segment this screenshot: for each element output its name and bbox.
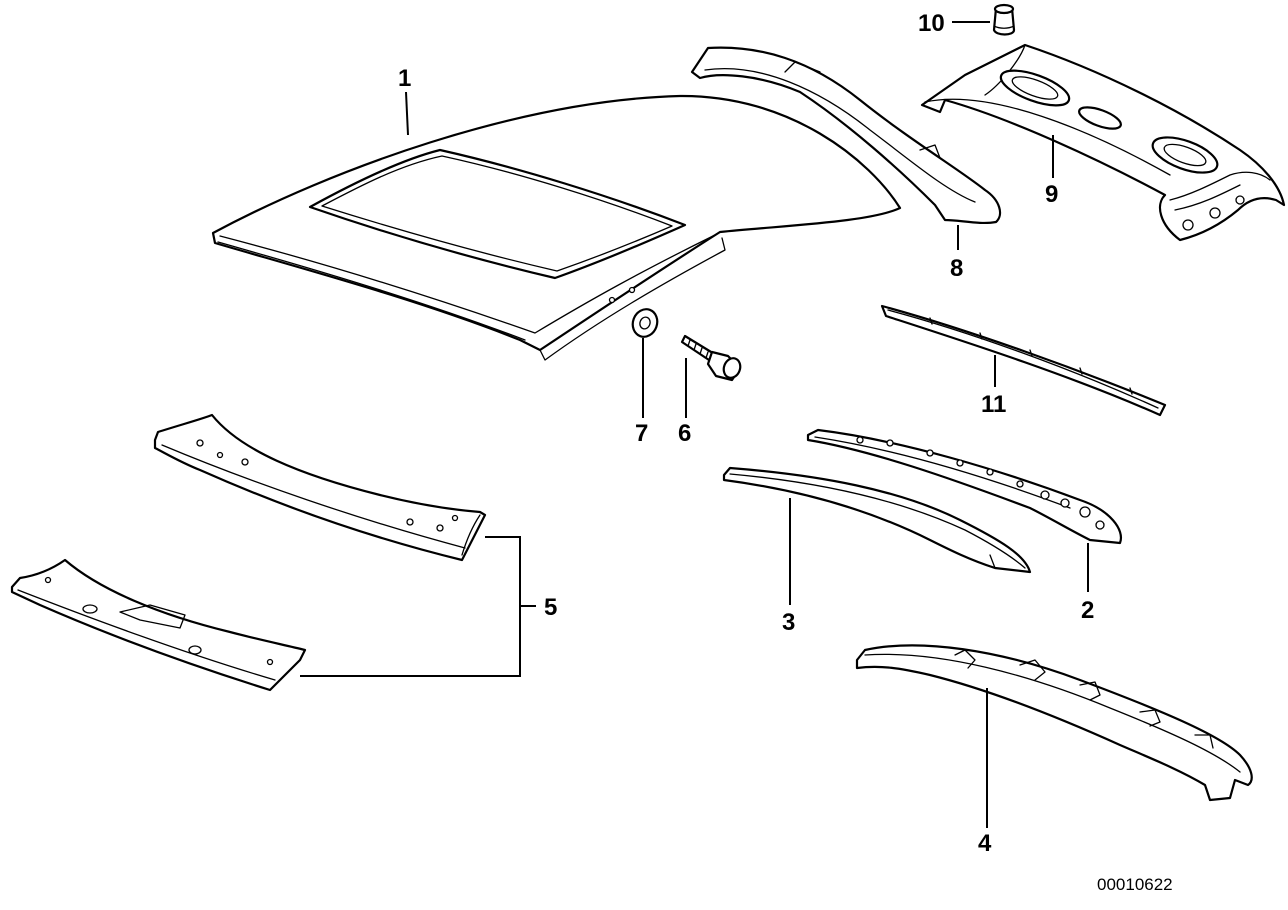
bolt bbox=[680, 334, 742, 382]
label-3: 3 bbox=[782, 609, 795, 636]
roof-panel bbox=[211, 94, 902, 361]
label-9: 9 bbox=[1045, 181, 1058, 208]
label-7: 7 bbox=[635, 420, 648, 447]
label-11: 11 bbox=[981, 391, 1006, 418]
label-10: 10 bbox=[918, 10, 945, 37]
label-8: 8 bbox=[950, 255, 963, 282]
rear-cross-member bbox=[855, 644, 1253, 802]
rubber-plug bbox=[992, 3, 1016, 36]
diagram-reference-number: 00010622 bbox=[1097, 875, 1173, 894]
label-4: 4 bbox=[978, 830, 992, 857]
part-labels: 1 2 3 4 5 6 7 8 9 10 11 00010622 bbox=[398, 10, 1173, 894]
leader-lines bbox=[300, 21, 1089, 828]
rear-parcel-shelf bbox=[920, 43, 1286, 242]
cross-member-lower bbox=[10, 558, 307, 692]
roof-seal-strip bbox=[880, 304, 1167, 417]
roof-bow-reinforcement bbox=[806, 428, 1123, 545]
cross-member-upper bbox=[153, 413, 487, 562]
label-6: 6 bbox=[678, 420, 691, 447]
label-2: 2 bbox=[1081, 597, 1094, 624]
label-1: 1 bbox=[398, 65, 411, 92]
washer bbox=[631, 308, 659, 338]
roof-bow-front bbox=[722, 466, 1032, 574]
roof-frame-front bbox=[690, 46, 1002, 225]
label-5: 5 bbox=[544, 594, 557, 621]
